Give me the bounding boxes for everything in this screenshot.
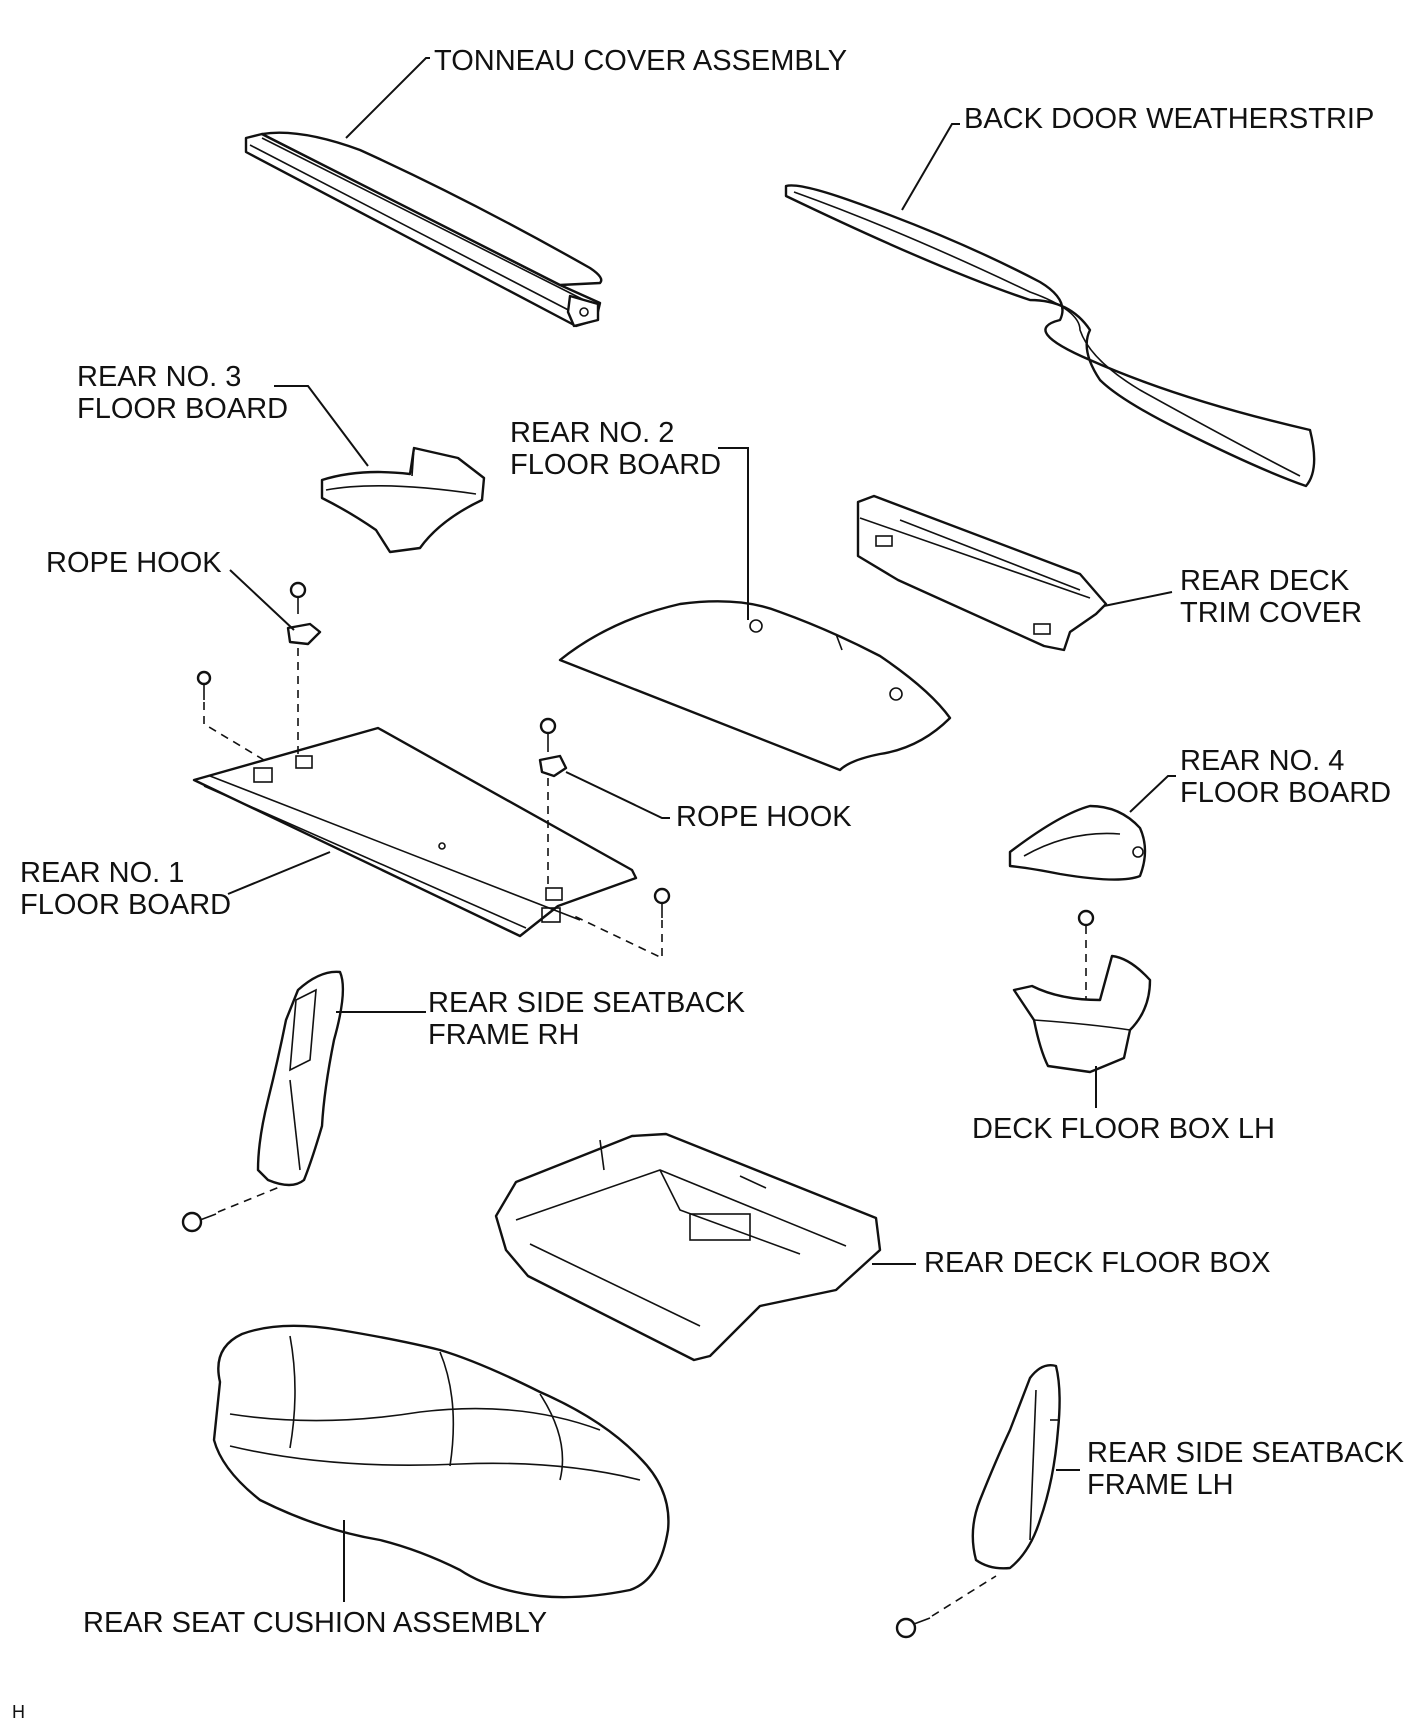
label-rear-no2-line2: FLOOR BOARD [510, 449, 721, 481]
label-rear-no3-line1: REAR NO. 3 [77, 361, 241, 393]
rear-no4-floor-board [1008, 804, 1147, 881]
label-rear-no1-line1: REAR NO. 1 [20, 857, 184, 889]
rope-hook-left [286, 581, 322, 646]
figure-code: H [12, 1702, 25, 1722]
fastener-clips [196, 648, 671, 960]
label-deck-floor-box-lh: DECK FLOOR BOX LH [972, 1113, 1275, 1145]
rear-seat-cushion-assembly [212, 1324, 670, 1599]
bolt-lh [895, 1575, 997, 1639]
label-rear-seat-cushion: REAR SEAT CUSHION ASSEMBLY [83, 1607, 547, 1639]
rear-deck-trim-cover [856, 494, 1108, 652]
rear-deck-floor-box [494, 1132, 882, 1362]
label-rear-deck-trim-line1: REAR DECK [1180, 565, 1350, 597]
label-back-door-weatherstrip: BACK DOOR WEATHERSTRIP [964, 103, 1374, 135]
label-rear-no3-line2: FLOOR BOARD [77, 393, 288, 425]
rear-no2-floor-board [558, 600, 952, 772]
back-door-weatherstrip [784, 184, 1316, 488]
rear-no1-floor-board [192, 726, 638, 938]
label-rear-no2-line1: REAR NO. 2 [510, 417, 674, 449]
rear-no3-floor-board [320, 446, 486, 554]
label-rope-hook-left: ROPE HOOK [46, 547, 222, 579]
label-rear-deck-floor-box: REAR DECK FLOOR BOX [924, 1247, 1270, 1279]
label-tonneau-cover: TONNEAU COVER ASSEMBLY [434, 45, 847, 77]
label-rear-side-rh-line2: FRAME RH [428, 1019, 579, 1051]
bolt-rh [181, 1185, 283, 1233]
label-rope-hook-right: ROPE HOOK [676, 801, 852, 833]
label-rear-side-rh-line1: REAR SIDE SEATBACK [428, 987, 746, 1019]
tonneau-cover-assembly [244, 131, 603, 328]
label-rear-no4-line2: FLOOR BOARD [1180, 777, 1391, 809]
label-rear-side-lh-line2: FRAME LH [1087, 1469, 1234, 1501]
label-rear-no4-line1: REAR NO. 4 [1180, 745, 1344, 777]
rear-side-seatback-frame-lh [971, 1364, 1061, 1570]
deck-floor-box-lh [1012, 909, 1152, 1074]
label-rear-side-lh-line1: REAR SIDE SEATBACK [1087, 1437, 1405, 1469]
rear-side-seatback-frame-rh [256, 970, 345, 1187]
label-rear-no1-line2: FLOOR BOARD [20, 889, 231, 921]
label-rear-deck-trim-line2: TRIM COVER [1180, 597, 1362, 629]
